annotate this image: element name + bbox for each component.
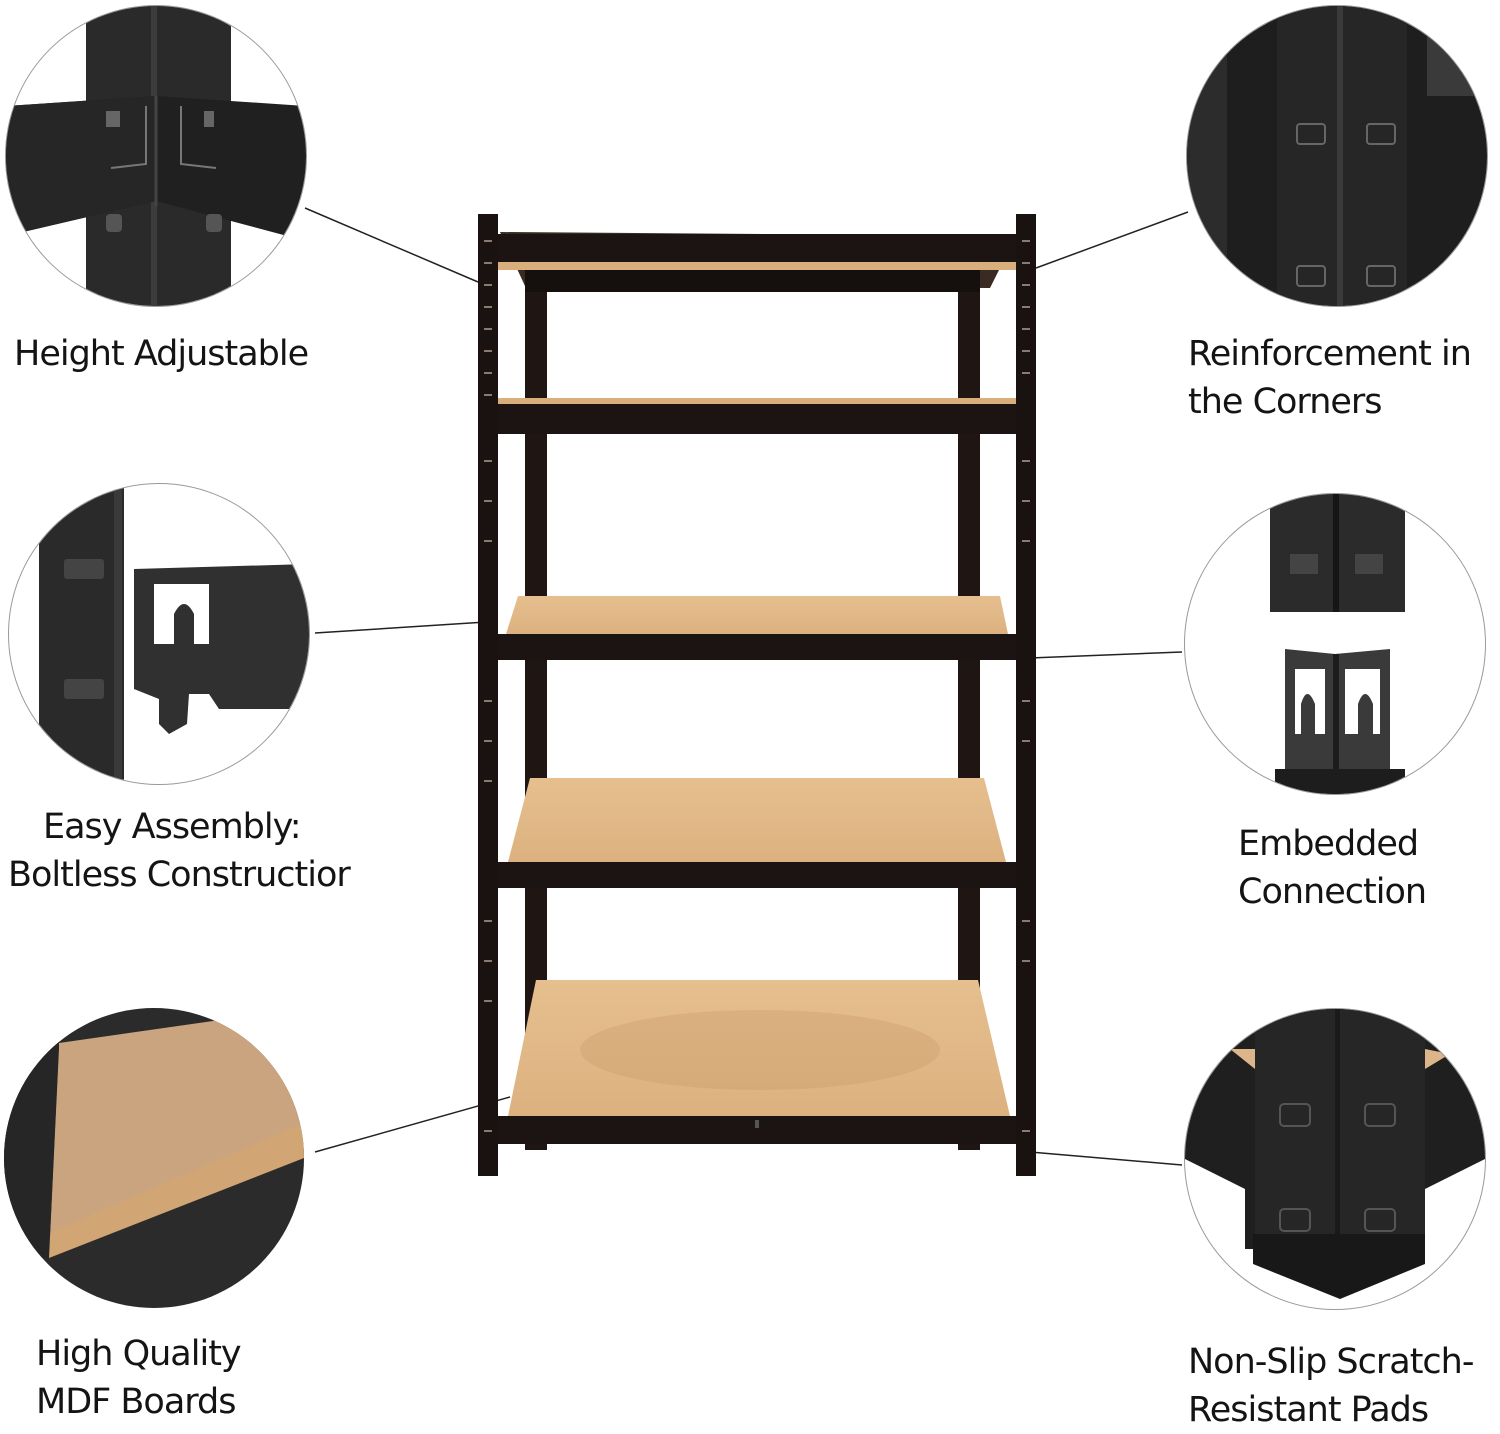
feature-text: Reinforcement in bbox=[1188, 334, 1472, 374]
reinforced-corner-icon bbox=[1187, 6, 1487, 306]
feature-text: MDF Boards bbox=[36, 1382, 237, 1422]
shelving-unit-illustration bbox=[470, 200, 1050, 1190]
feature-text: Height Adjustable bbox=[14, 334, 309, 374]
mdf-board-icon bbox=[4, 1008, 304, 1308]
mdf-boards-detail bbox=[4, 1008, 304, 1308]
easy-assembly-label: Easy Assembly: Boltless Constructior bbox=[8, 803, 351, 899]
feature-text: Boltless Constructior bbox=[8, 855, 351, 895]
foot-pad-icon bbox=[1185, 1009, 1485, 1299]
height-adjustable-label: Height Adjustable bbox=[14, 330, 309, 378]
corner-joint-icon bbox=[6, 6, 306, 306]
embedded-connector-icon bbox=[1270, 494, 1405, 794]
embedded-connection-detail bbox=[1184, 493, 1486, 795]
keyhole-bracket-icon bbox=[39, 484, 309, 784]
embedded-connection-label: Embedded Connection bbox=[1238, 820, 1427, 916]
feature-text: the Corners bbox=[1188, 382, 1383, 422]
feature-text: Non-Slip Scratch- bbox=[1188, 1342, 1474, 1382]
height-adjustable-detail bbox=[5, 5, 307, 307]
easy-assembly-detail bbox=[8, 483, 310, 785]
reinforcement-label: Reinforcement in the Corners bbox=[1188, 330, 1472, 426]
feature-text: Connection bbox=[1238, 872, 1427, 912]
feature-text: Resistant Pads bbox=[1188, 1390, 1429, 1430]
reinforcement-detail bbox=[1186, 5, 1488, 307]
feature-text: Easy Assembly: bbox=[43, 807, 302, 847]
mdf-boards-label: High Quality MDF Boards bbox=[36, 1330, 242, 1426]
feature-text: Embedded bbox=[1238, 824, 1419, 864]
non-slip-pads-label: Non-Slip Scratch- Resistant Pads bbox=[1188, 1338, 1474, 1434]
non-slip-pads-detail bbox=[1184, 1008, 1486, 1310]
feature-text: High Quality bbox=[36, 1334, 242, 1374]
